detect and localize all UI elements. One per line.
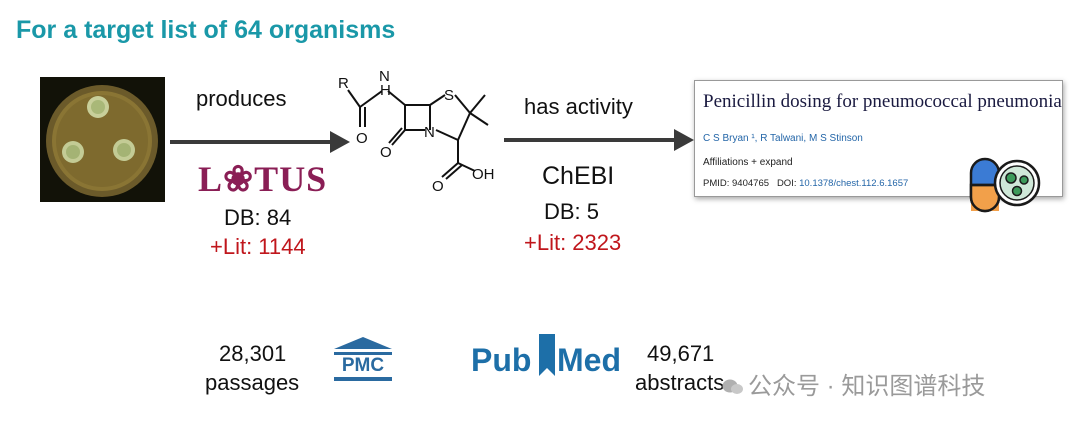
wechat-icon [722, 375, 744, 394]
pubmed-logo-pub: Pub [471, 342, 532, 378]
paper-affiliations[interactable]: Affiliations + expand [703, 157, 793, 168]
atom-o-lactam: O [380, 144, 392, 161]
pubmed-count: 49,671 [647, 341, 715, 366]
produces-arrow-head [330, 131, 350, 153]
pubmed-logo-med: Med [557, 342, 621, 378]
paper-doi-prefix: DOI: [776, 178, 800, 189]
has-activity-arrow-line [504, 138, 676, 142]
pmc-count: 28,301 [219, 341, 287, 366]
lotus-logo-text: L❀TUS [198, 159, 328, 199]
atom-s: S [444, 87, 454, 104]
pmc-logo-text: PMC [341, 355, 385, 376]
paper-card: Penicillin dosing for pneumococcal pneum… [694, 80, 1063, 213]
watermark-text: 公众号 · 知识图谱科技 [748, 373, 986, 400]
pill-bacteria-icon [967, 155, 1047, 215]
chebi-lit-count: +Lit: 2323 [524, 230, 622, 255]
atom-h: H [380, 82, 391, 99]
pubmed-unit: abstracts [635, 370, 725, 395]
paper-authors[interactable]: C S Bryan ¹, R Talwani, M S Stinson [703, 133, 863, 144]
lotus-db-count: DB: 84 [224, 205, 292, 230]
paper-title[interactable]: Penicillin dosing for pneumococcal pneum… [703, 91, 1062, 112]
petri-dish-image [40, 77, 165, 202]
paper-doi-link[interactable]: 10.1378/chest.112.6.1657 [799, 178, 909, 189]
chebi-db-count: DB: 5 [544, 199, 600, 224]
atom-oh: OH [472, 166, 495, 183]
has-activity-label: has activity [524, 94, 633, 119]
lotus-logo: L❀TUS [198, 158, 327, 200]
watermark: 公众号 · 知识图谱科技 [722, 366, 985, 401]
atom-r: R [338, 75, 349, 92]
paper-pmid: PMID: 9404765 [703, 178, 770, 189]
produces-arrow-line [170, 140, 332, 144]
atom-o-acid: O [432, 178, 444, 195]
atom-n-ring: N [424, 124, 435, 141]
atom-n: N [379, 68, 390, 85]
pmc-unit: passages [205, 370, 300, 395]
pmc-logo: PMC [332, 335, 394, 383]
chebi-label: ChEBI [542, 162, 615, 190]
penicillin-structure: R N H O S N O O OH [330, 55, 500, 200]
pubmed-logo: Pub Med [471, 334, 621, 388]
paper-ids: PMID: 9404765 DOI: 10.1378/chest.112.6.1… [703, 178, 908, 189]
page-title: For a target list of 64 organisms [16, 16, 396, 44]
lotus-lit-count: +Lit: 1144 [210, 234, 306, 259]
atom-o-amide: O [356, 130, 368, 147]
produces-label: produces [196, 86, 287, 111]
has-activity-arrow-head [674, 129, 694, 151]
